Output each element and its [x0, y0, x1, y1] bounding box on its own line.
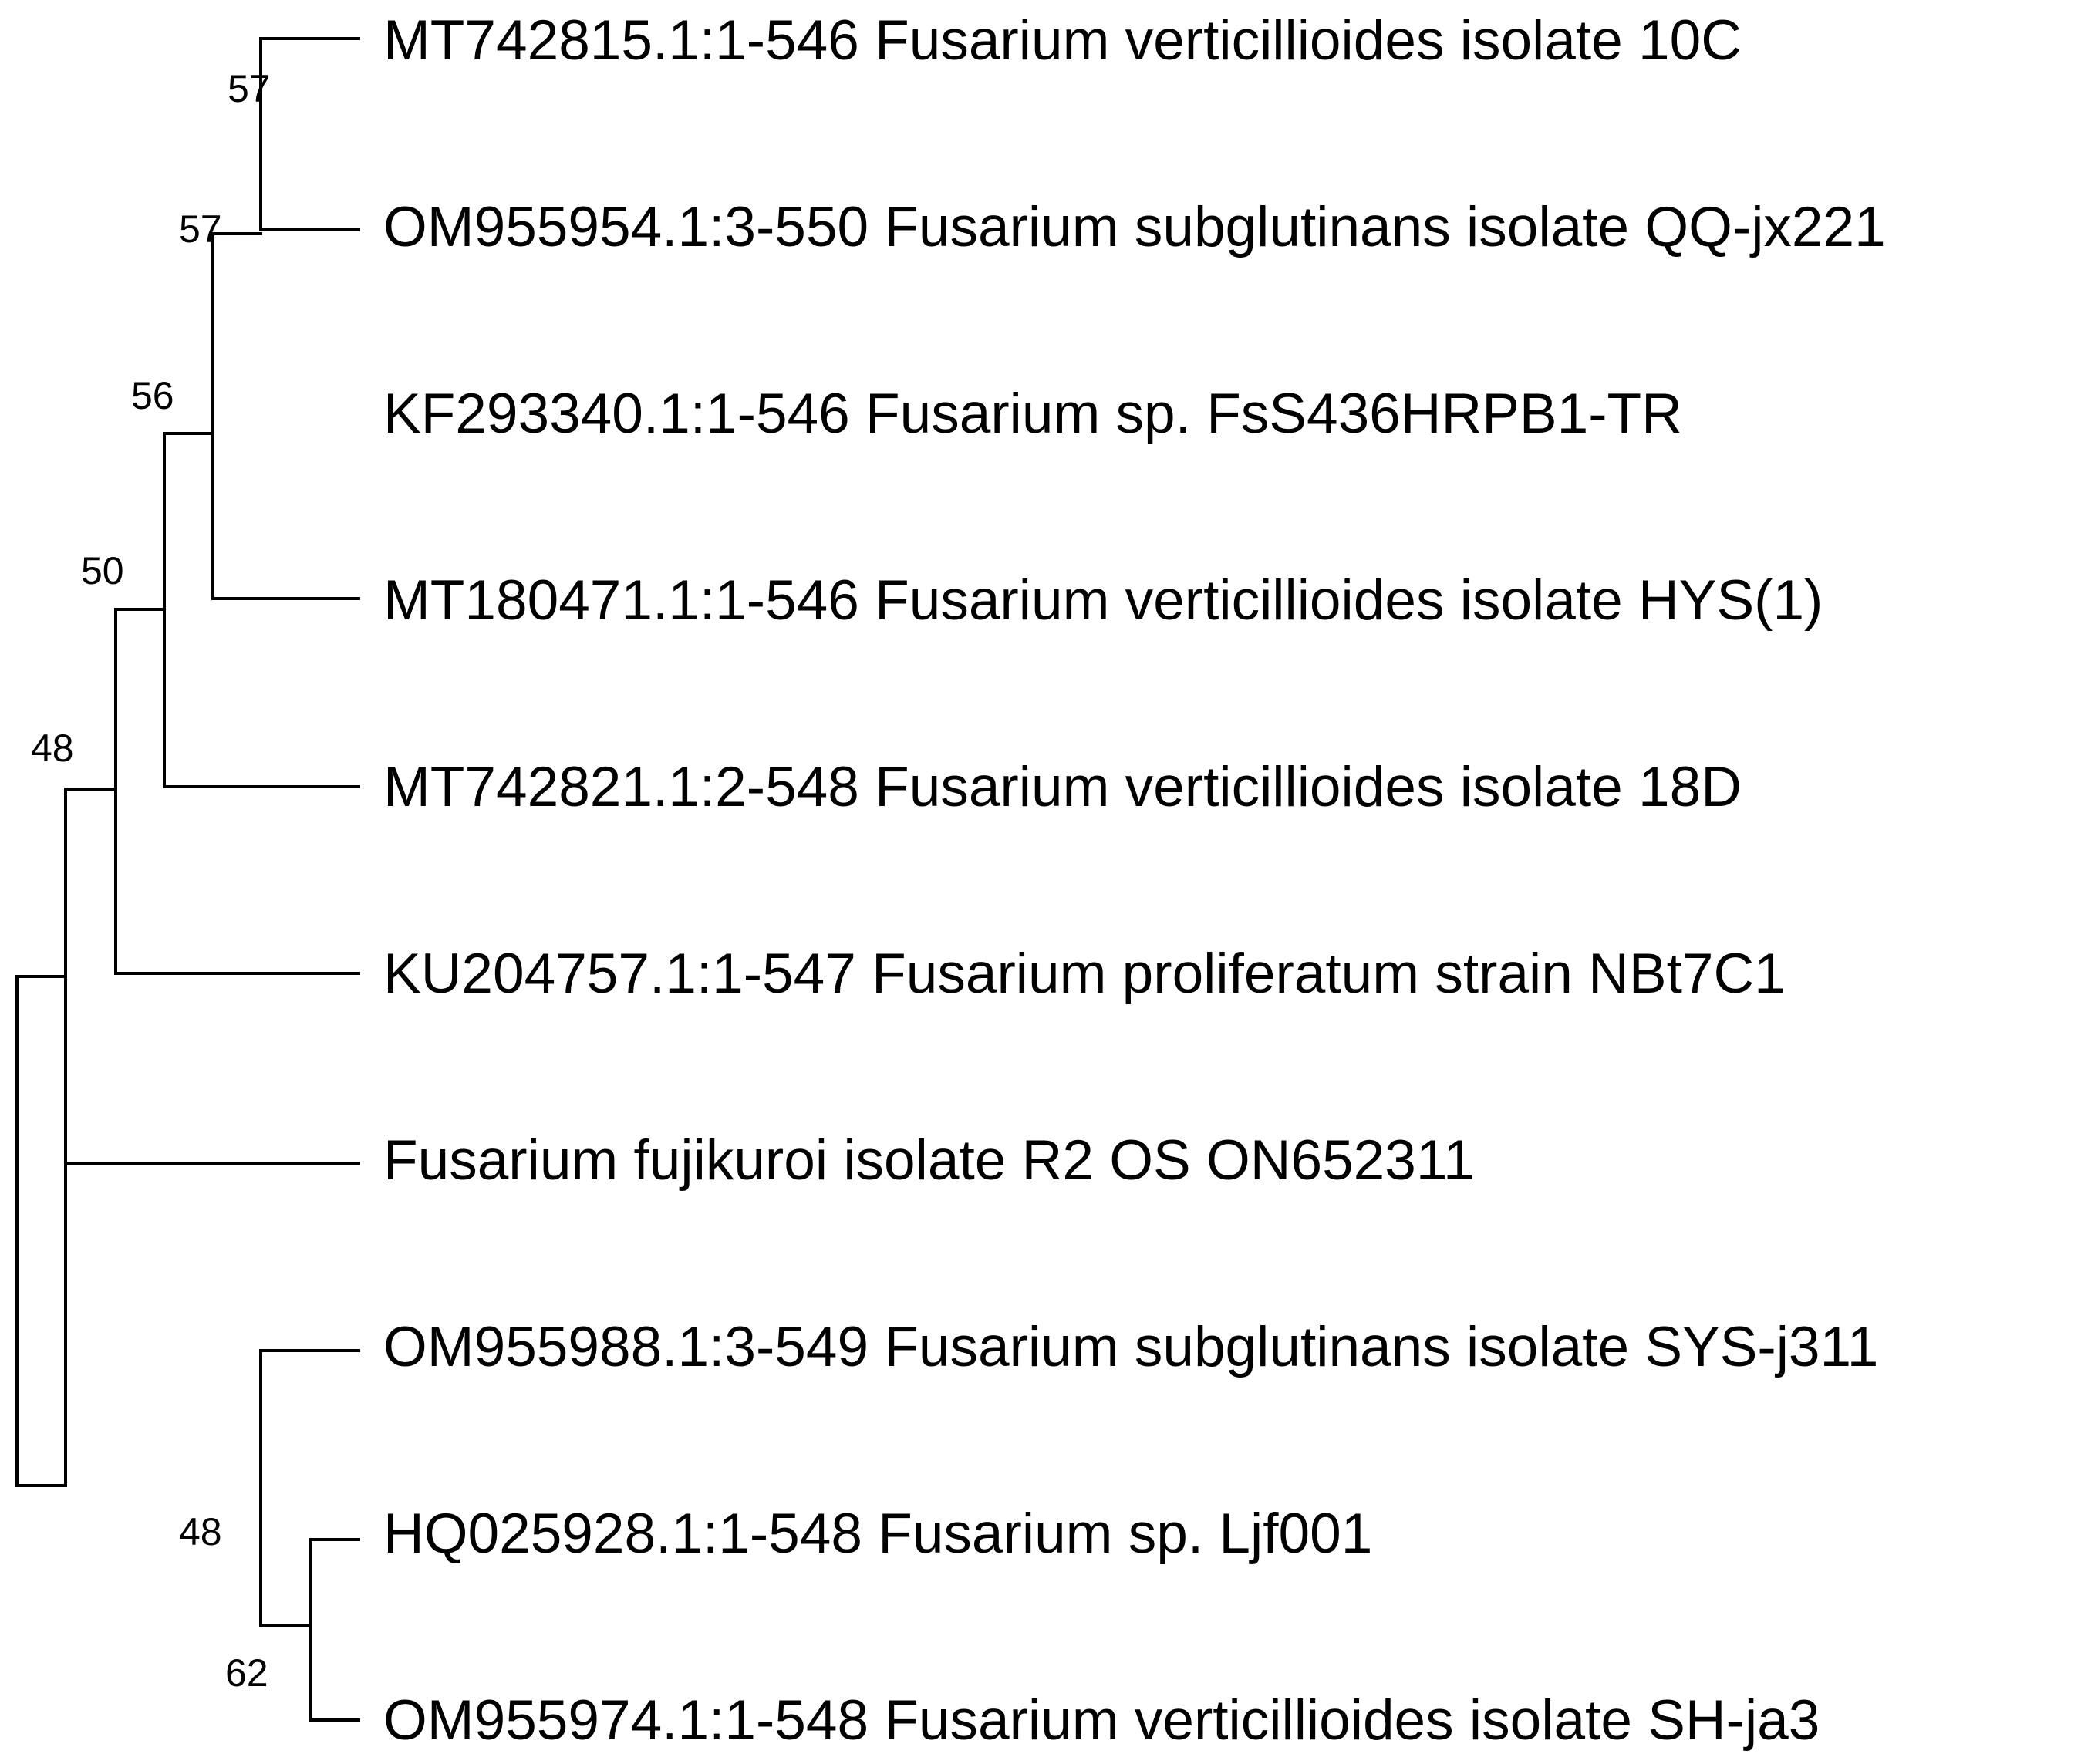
taxon-label-NBt7C1: KU204757.1:1-547 Fusarium proliferatum s…: [383, 943, 1786, 1005]
root-branch: [15, 975, 67, 1487]
branch-node-48-upper: [64, 788, 360, 1165]
bootstrap-value: 62: [225, 1651, 268, 1695]
branch-node-48-lower: [259, 1349, 360, 1627]
bootstrap-value: 57: [228, 67, 271, 110]
taxon-label-SHja3: OM955974.1:1-548 Fusarium verticillioide…: [383, 1689, 1820, 1752]
branch-node-57-upper: [259, 37, 360, 231]
taxon-label-FsS436HRPB1: KF293340.1:1-546 Fusarium sp. FsS436HRPB…: [383, 383, 1682, 445]
branch-node-62: [309, 1538, 360, 1722]
taxon-label-ON652311: Fusarium fujikuroi isolate R2 OS ON65231…: [383, 1129, 1475, 1192]
bootstrap-labels: 57 57 56 50 48 48 62: [31, 67, 271, 1695]
taxon-label-18D: MT742821.1:2-548 Fusarium verticillioide…: [383, 756, 1742, 818]
taxon-label-Ljf001: HQ025928.1:1-548 Fusarium sp. Ljf001: [383, 1503, 1372, 1565]
bootstrap-value: 50: [81, 549, 124, 592]
bootstrap-value: 48: [179, 1510, 222, 1553]
branch-node-50: [114, 608, 360, 975]
bootstrap-value: 56: [131, 374, 174, 417]
taxon-label-HYS1: MT180471.1:1-546 Fusarium verticillioide…: [383, 569, 1823, 632]
taxon-label-10C: MT742815.1:1-546 Fusarium verticillioide…: [383, 9, 1742, 72]
branch-node-57-lower: [211, 232, 360, 600]
branch-node-56: [163, 432, 360, 788]
bootstrap-value: 57: [179, 207, 222, 251]
tree-branches: [15, 37, 360, 1722]
taxon-label-QQjx221: OM955954.1:3-550 Fusarium subglutinans i…: [383, 196, 1886, 258]
taxon-labels: MT742815.1:1-546 Fusarium verticillioide…: [383, 9, 1886, 1752]
bootstrap-value: 48: [31, 727, 74, 770]
taxon-label-SYSj311: OM955988.1:3-549 Fusarium subglutinans i…: [383, 1316, 1878, 1378]
